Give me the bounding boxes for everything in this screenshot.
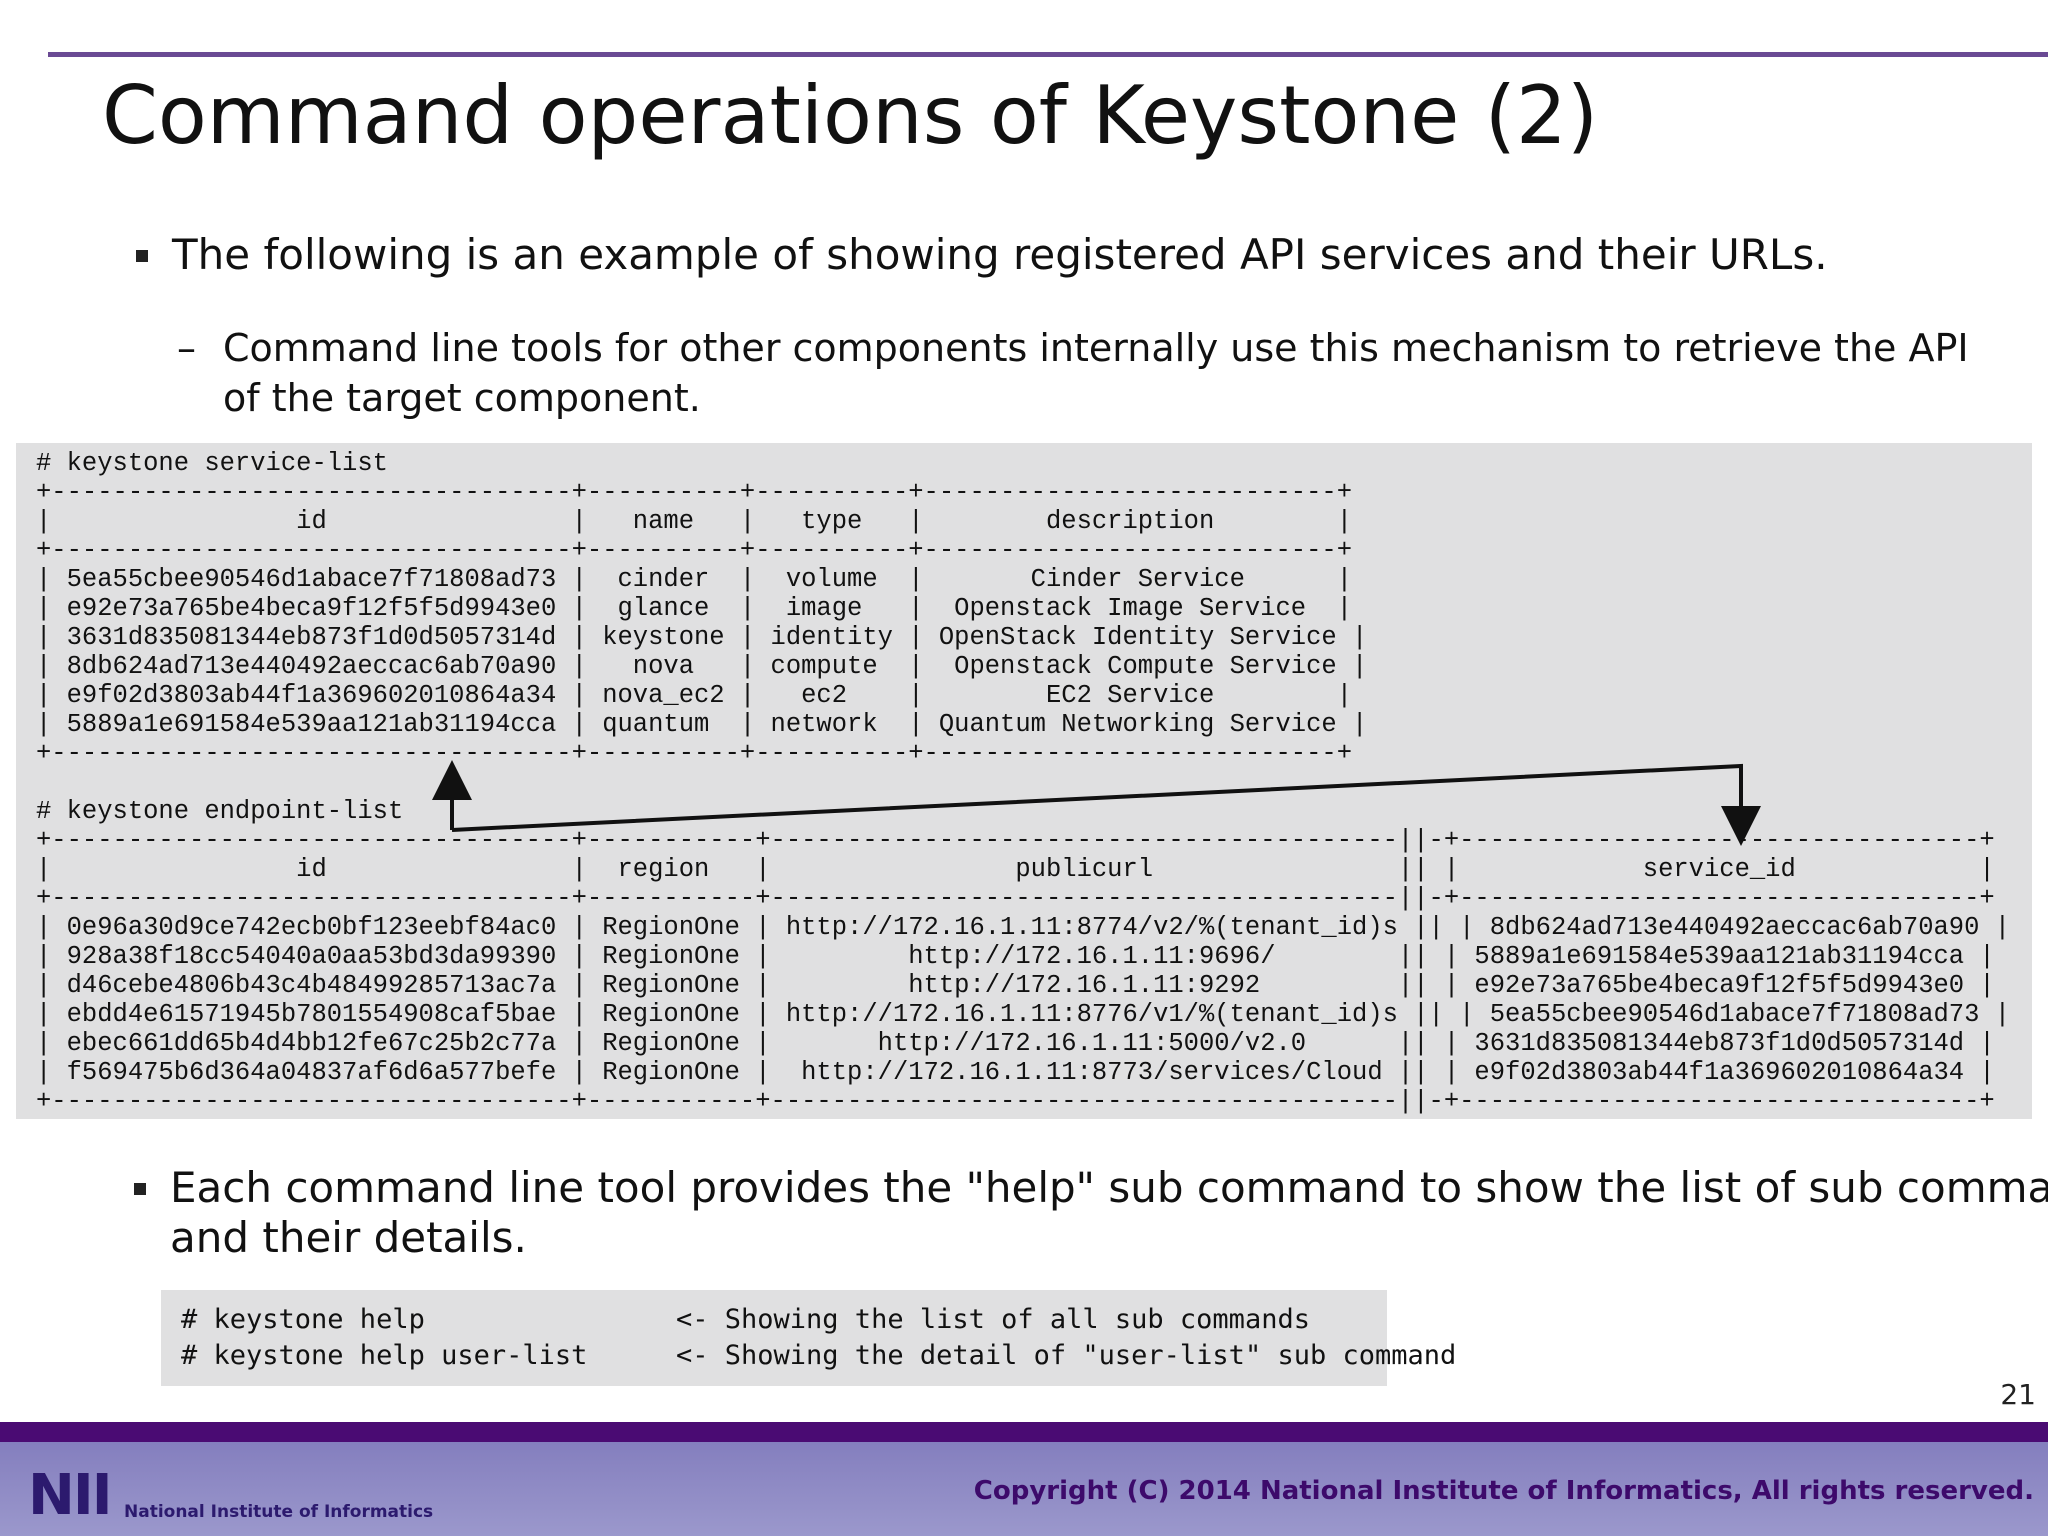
help-command-2: # keystone help user-list (181, 1340, 588, 1371)
help-code-block (161, 1290, 1387, 1386)
help-note-2: <- Showing the detail of "user-list" sub… (676, 1340, 1457, 1371)
bullet-2-line2: and their details. (170, 1213, 527, 1262)
sub-bullet-1: – Command line tools for other component… (177, 323, 1969, 423)
top-rule (48, 52, 2048, 57)
help-note-1: <- Showing the list of all sub commands (676, 1304, 1310, 1335)
sub-bullet-1-line1: Command line tools for other components … (223, 326, 1969, 370)
help-command-1: # keystone help (181, 1304, 425, 1335)
page-number: 21 (2000, 1378, 2036, 1411)
footer-band (0, 1422, 2048, 1442)
logo-text: National Institute of Informatics (124, 1502, 434, 1522)
bullet-1-text: The following is an example of showing r… (172, 230, 1828, 279)
nii-logo-icon: NII (28, 1463, 113, 1528)
bullet-2-line1: Each command line tool provides the "hel… (170, 1163, 2048, 1212)
bullet-2: Each command line tool provides the "hel… (134, 1163, 2048, 1263)
bullet-square-icon (136, 250, 148, 262)
bullet-1: The following is an example of showing r… (136, 230, 1828, 280)
slide-title: Command operations of Keystone (2) (102, 69, 1599, 162)
bullet-square-icon (134, 1183, 146, 1195)
sub-bullet-1-line2: of the target component. (223, 376, 701, 420)
dash-icon: – (177, 326, 196, 370)
footer: NII National Institute of Informatics Co… (0, 1422, 2048, 1536)
copyright: Copyright (C) 2014 National Institute of… (973, 1476, 2034, 1506)
keystone-listing-code: # keystone service-list +---------------… (36, 449, 2011, 1116)
